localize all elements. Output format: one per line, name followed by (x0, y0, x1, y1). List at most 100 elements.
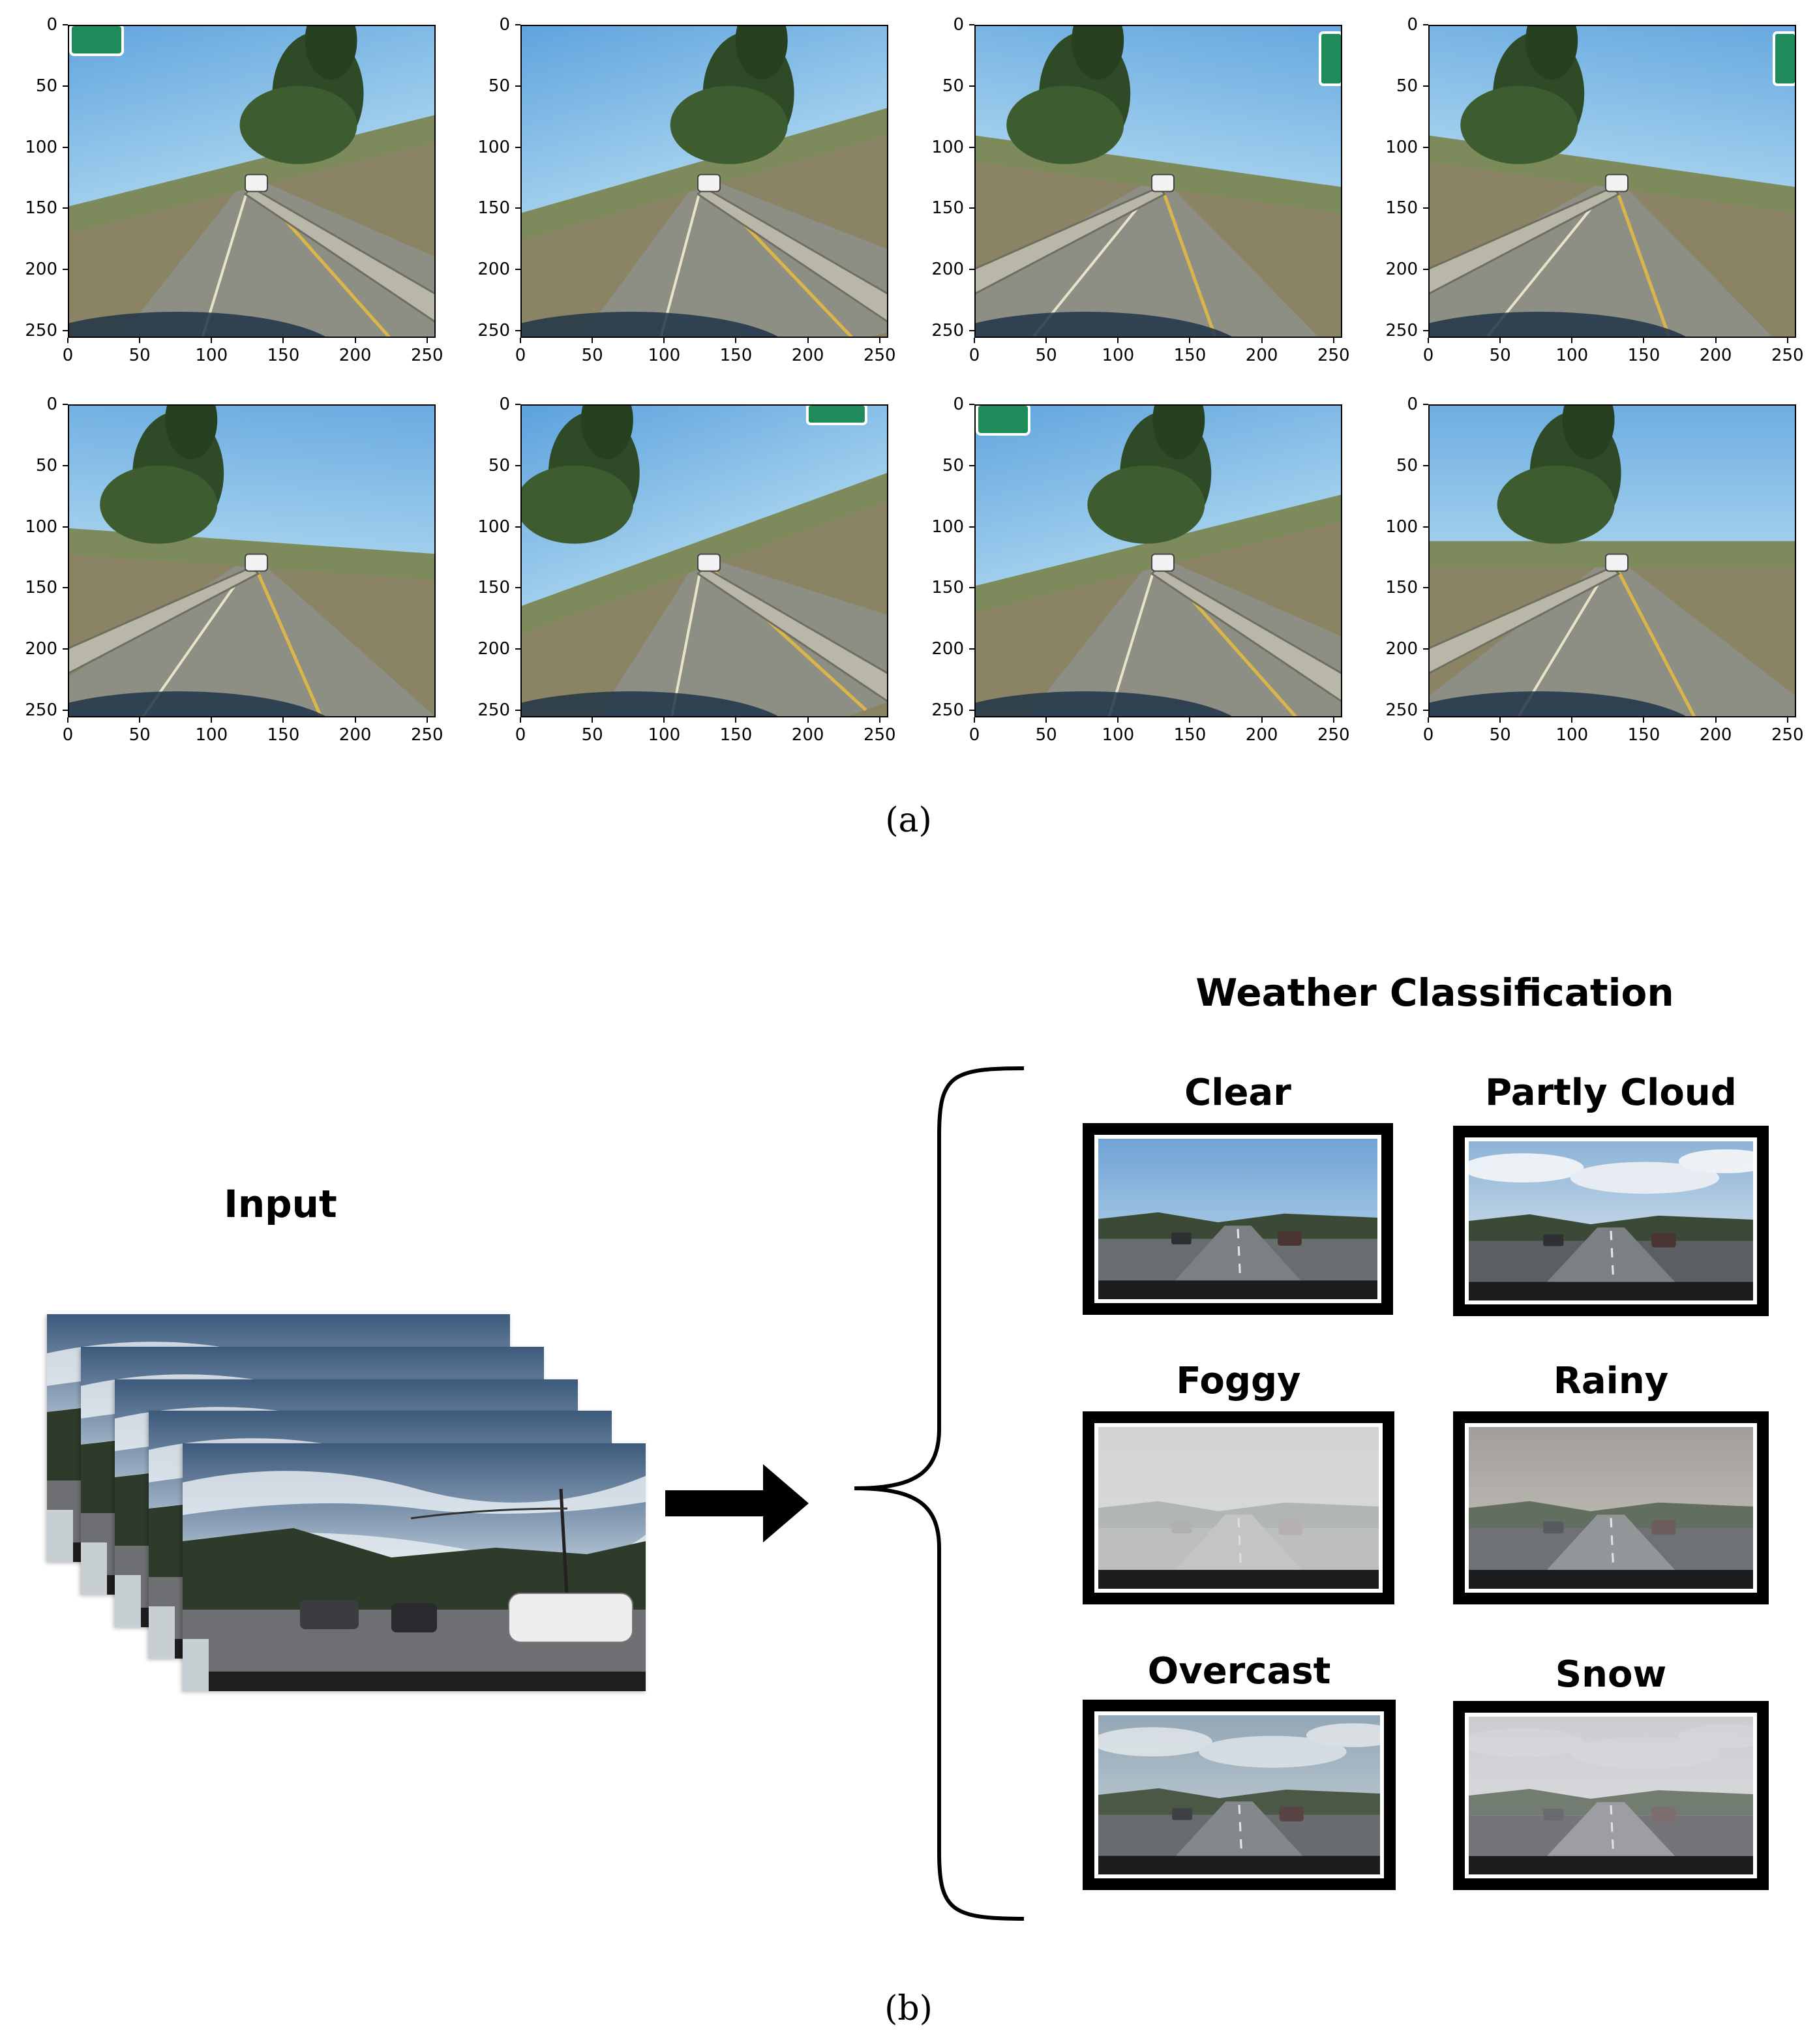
x-tick-mark (974, 338, 975, 343)
y-tick-mark (63, 207, 68, 209)
y-tick-label: 150 (931, 198, 964, 218)
y-tick-label: 50 (1396, 76, 1418, 96)
y-tick-mark (515, 709, 520, 711)
y-tick-label: 100 (25, 517, 57, 537)
y-tick-mark (969, 526, 974, 528)
x-tick-mark (878, 717, 880, 723)
x-tick-label: 200 (791, 725, 824, 745)
y-tick-mark (63, 404, 68, 405)
road-image-plot (520, 404, 888, 717)
x-tick-mark (735, 717, 737, 723)
y-tick-mark (1423, 587, 1428, 589)
right-arrow-icon (665, 1464, 809, 1542)
x-tick-label: 50 (1489, 346, 1511, 365)
y-tick-label: 0 (46, 15, 57, 35)
x-tick-mark (1332, 717, 1334, 723)
x-tick-mark (1643, 338, 1645, 343)
x-tick-mark (1499, 717, 1501, 723)
y-tick-mark (515, 464, 520, 466)
x-tick-mark (1715, 338, 1717, 343)
y-tick-label: 0 (953, 15, 964, 35)
y-tick-label: 0 (499, 395, 510, 414)
y-tick-label: 0 (953, 395, 964, 414)
x-tick-label: 0 (969, 725, 980, 745)
y-tick-mark (969, 404, 974, 405)
x-tick-mark (426, 717, 428, 723)
y-tick-label: 250 (1385, 700, 1418, 720)
y-tick-label: 150 (477, 198, 510, 218)
weather-class-label: Overcast (1147, 1650, 1331, 1692)
y-tick-label: 0 (1407, 15, 1418, 35)
x-tick-label: 200 (1245, 725, 1278, 745)
x-tick-mark (139, 338, 141, 343)
y-tick-mark (1423, 329, 1428, 331)
y-tick-label: 50 (35, 455, 57, 475)
x-tick-mark (592, 717, 593, 723)
x-tick-label: 100 (1555, 725, 1589, 745)
x-tick-mark (520, 717, 521, 723)
x-tick-label: 250 (1771, 725, 1804, 745)
y-tick-mark (969, 464, 974, 466)
x-tick-mark (974, 717, 975, 723)
x-tick-label: 250 (863, 725, 896, 745)
x-tick-mark (592, 338, 593, 343)
x-tick-mark (520, 338, 521, 343)
x-tick-mark (67, 717, 68, 723)
y-tick-label: 200 (25, 260, 57, 279)
y-tick-mark (969, 329, 974, 331)
weather-class-label: Partly Cloud (1485, 1072, 1737, 1114)
y-tick-label: 200 (477, 260, 510, 279)
y-tick-mark (63, 648, 68, 650)
road-image-plot (974, 404, 1342, 717)
x-tick-label: 100 (648, 725, 681, 745)
x-tick-mark (1786, 338, 1788, 343)
y-tick-label: 0 (1407, 395, 1418, 414)
x-tick-mark (1715, 717, 1717, 723)
x-tick-mark (139, 717, 141, 723)
x-tick-mark (807, 338, 809, 343)
y-tick-label: 150 (1385, 198, 1418, 218)
y-tick-mark (515, 329, 520, 331)
road-image-plot (974, 25, 1342, 338)
y-tick-mark (515, 648, 520, 650)
x-tick-label: 50 (1489, 725, 1511, 745)
road-image-plot (68, 25, 436, 338)
y-tick-mark (515, 146, 520, 148)
x-tick-mark (878, 338, 880, 343)
x-tick-mark (1261, 717, 1263, 723)
weather-class-image (1465, 1137, 1757, 1304)
x-tick-mark (1428, 338, 1429, 343)
y-tick-label: 250 (25, 320, 57, 340)
x-tick-label: 50 (581, 725, 603, 745)
y-tick-mark (63, 464, 68, 466)
y-tick-mark (1423, 648, 1428, 650)
panel-a-caption: (a) (885, 801, 932, 840)
road-image-plot (1428, 404, 1796, 717)
y-tick-mark (515, 85, 520, 87)
x-tick-label: 0 (515, 346, 526, 365)
y-tick-mark (63, 526, 68, 528)
x-tick-label: 200 (1699, 725, 1732, 745)
x-tick-mark (1332, 338, 1334, 343)
y-tick-mark (63, 85, 68, 87)
x-tick-mark (1117, 338, 1119, 343)
curly-brace (854, 1066, 1025, 1921)
y-tick-label: 250 (931, 320, 964, 340)
y-tick-mark (969, 587, 974, 589)
y-tick-mark (969, 709, 974, 711)
x-tick-label: 250 (410, 346, 443, 365)
input-frame (183, 1443, 646, 1691)
x-tick-mark (807, 717, 809, 723)
y-tick-label: 150 (1385, 578, 1418, 598)
y-tick-label: 250 (931, 700, 964, 720)
x-tick-label: 150 (1173, 346, 1207, 365)
y-tick-label: 50 (488, 455, 510, 475)
weather-class-label: Foggy (1176, 1360, 1301, 1402)
y-tick-label: 100 (1385, 517, 1418, 537)
y-tick-label: 100 (1385, 137, 1418, 157)
x-tick-label: 0 (969, 346, 980, 365)
x-tick-label: 150 (267, 725, 300, 745)
y-tick-label: 200 (931, 260, 964, 279)
x-tick-mark (1499, 338, 1501, 343)
x-tick-label: 200 (338, 725, 372, 745)
